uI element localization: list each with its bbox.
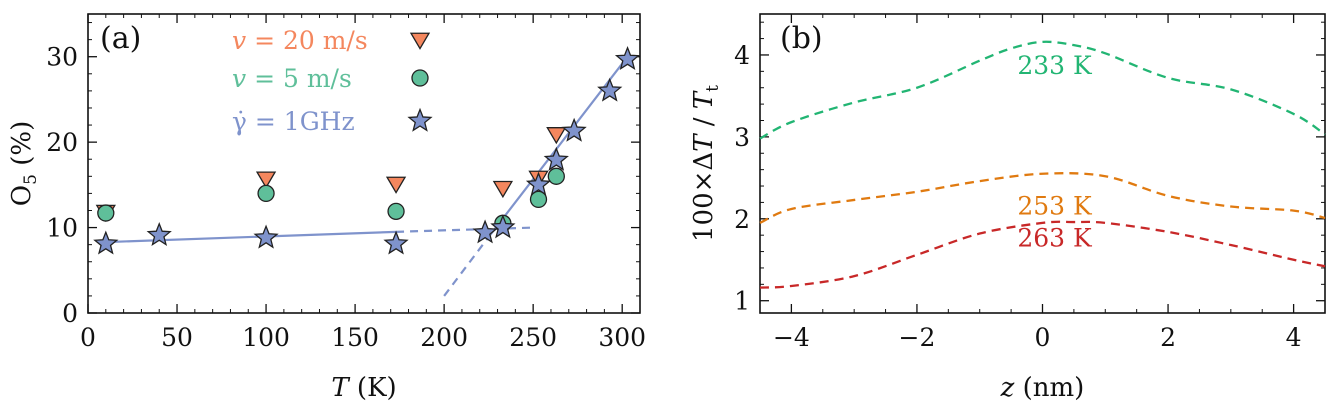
y-axis-label-b: 100×ΔT / Tt xyxy=(689,85,723,242)
x-tick-label-a: 0 xyxy=(80,323,96,352)
x-tick-label-a: 250 xyxy=(509,323,557,352)
y-tick-label-b: 3 xyxy=(734,123,750,152)
data-point-star xyxy=(543,146,569,171)
legend-marker-star xyxy=(407,107,433,132)
x-tick-label-a: 300 xyxy=(598,323,646,352)
curve-label: 263 K xyxy=(1017,224,1093,253)
panel-b: −4 −2 0 2 4 1 2 3 4 z (nm) 100×ΔT / Tt 233 K 253 K 26… xyxy=(689,13,1326,403)
data-point-triangle-down xyxy=(546,127,567,145)
data-point-star xyxy=(597,77,623,102)
x-tick-label-b: −4 xyxy=(773,323,810,352)
panel-a: 0 50 100 150 200 250 300 0 10 20 30 T (K) O5 (%) 𝑣 = … xyxy=(7,13,646,403)
y-tick-label-a: 0 xyxy=(62,299,78,328)
legend-label: 𝑣 = 20 m/s xyxy=(232,26,368,55)
panel-a-label: (a) xyxy=(100,21,141,56)
x-axis-label-b: z (nm) xyxy=(1000,373,1085,403)
y-tick-label-b: 2 xyxy=(734,205,750,234)
data-point-circle xyxy=(257,184,275,203)
curve-label: 253 K xyxy=(1017,192,1093,221)
data-point-triangle-down xyxy=(492,180,514,199)
x-tick-label-b: −2 xyxy=(899,323,936,352)
legend-marker-triangle-down xyxy=(409,32,431,50)
y-tick-label-a: 20 xyxy=(46,128,78,157)
curve-253-K xyxy=(759,172,1326,224)
x-axis-label-a: T (K) xyxy=(331,373,396,403)
y-tick-label-a: 30 xyxy=(46,43,78,72)
fit-line-solid xyxy=(487,56,629,238)
data-point-star xyxy=(253,224,279,249)
x-tick-label-b: 2 xyxy=(1160,323,1176,352)
data-point-triangle-down xyxy=(385,176,407,194)
data-point-circle xyxy=(529,190,548,209)
x-tick-label-a: 150 xyxy=(331,323,379,352)
x-tick-label-a: 50 xyxy=(161,323,193,352)
y-axis-label-a: O5 (%) xyxy=(7,121,41,206)
curve-233-K xyxy=(759,40,1326,140)
x-tick-label-a: 200 xyxy=(420,323,468,352)
x-tick-label-a: 100 xyxy=(242,323,290,352)
y-tick-label-b: 1 xyxy=(734,287,750,316)
panel-b-label: (b) xyxy=(780,21,823,56)
fit-line-dashed xyxy=(443,236,490,297)
panel-a-frame xyxy=(87,13,641,314)
curve-label: 233 K xyxy=(1017,51,1093,80)
data-point-triangle-down xyxy=(255,171,277,189)
x-tick-label-b: 0 xyxy=(1035,323,1051,352)
legend-marker-circle xyxy=(411,69,429,87)
data-point-star xyxy=(93,230,119,255)
data-point-star xyxy=(561,117,587,142)
data-point-star xyxy=(525,171,552,196)
data-point-star xyxy=(614,46,641,71)
data-point-circle xyxy=(387,202,405,220)
data-point-star xyxy=(490,214,516,239)
data-point-star xyxy=(472,219,498,244)
y-tick-label-b: 4 xyxy=(734,41,750,70)
y-tick-label-a: 10 xyxy=(46,214,78,243)
curve-263-K xyxy=(759,220,1326,289)
x-tick-label-b: 4 xyxy=(1286,323,1302,352)
legend-label: γ̇ = 1GHz xyxy=(232,107,355,136)
data-point-star xyxy=(383,230,409,255)
fit-line-dashed xyxy=(396,226,534,233)
data-point-circle xyxy=(97,204,115,222)
legend-label: 𝑣 = 5 m/s xyxy=(232,64,352,93)
data-point-circle xyxy=(547,167,565,185)
data-point-star xyxy=(146,221,172,246)
